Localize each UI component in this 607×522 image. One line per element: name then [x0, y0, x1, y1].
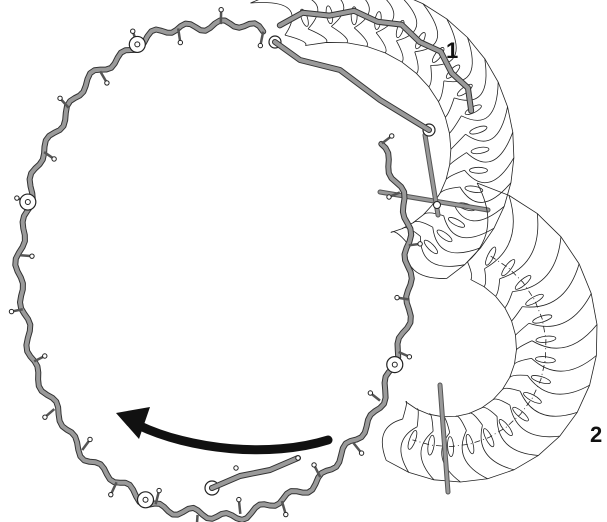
shell-lip — [493, 399, 510, 405]
pin — [359, 451, 363, 455]
shell-lip — [438, 81, 443, 102]
pin — [434, 202, 441, 209]
pin — [30, 254, 34, 258]
pin — [178, 40, 182, 44]
shell-lip — [468, 262, 472, 280]
curved-arrow-icon — [116, 407, 328, 450]
joint-center — [25, 200, 30, 205]
shell-lip — [502, 388, 520, 391]
joint-center — [135, 42, 140, 47]
shell-lip — [429, 414, 433, 432]
slot — [471, 146, 490, 155]
pin — [88, 437, 92, 441]
shell-lip — [445, 98, 454, 117]
slot — [500, 258, 517, 278]
shell-lip — [512, 307, 523, 321]
pin-stub — [197, 515, 198, 522]
pin — [258, 43, 262, 47]
pin — [15, 196, 19, 200]
shell-lip — [456, 416, 467, 431]
shell-lip — [484, 269, 486, 287]
shell-segment — [382, 419, 402, 460]
pin — [219, 8, 223, 12]
pin — [58, 96, 62, 100]
shell-segment — [468, 183, 488, 262]
shell-lip — [403, 401, 407, 419]
slot — [447, 216, 466, 230]
pin — [296, 456, 300, 460]
pin — [105, 81, 109, 85]
shell-lip — [469, 413, 482, 425]
shell-lip — [424, 213, 444, 216]
pin — [234, 466, 238, 470]
pin — [368, 391, 372, 395]
slot — [427, 435, 436, 456]
joint-center — [392, 362, 397, 367]
shell-lip — [429, 65, 432, 87]
shell-lip — [308, 29, 327, 43]
shell-lip — [396, 41, 403, 62]
pin — [43, 354, 47, 358]
pin — [312, 463, 316, 467]
pin — [395, 295, 399, 299]
shell-lip — [450, 153, 467, 165]
pin — [284, 512, 288, 516]
shell-lip — [413, 221, 432, 227]
pin — [157, 488, 161, 492]
shell-lip — [285, 35, 306, 45]
pin — [43, 415, 47, 419]
slot — [524, 292, 544, 307]
pin — [9, 309, 13, 313]
shell-segment — [532, 325, 597, 349]
pin — [52, 157, 56, 161]
slot — [469, 124, 488, 135]
shell-lip — [510, 375, 528, 377]
shell-lip — [417, 409, 419, 427]
tail-band-core — [212, 458, 298, 488]
shell-lip — [449, 116, 461, 133]
label-2: 2 — [590, 422, 602, 447]
pin — [387, 195, 391, 199]
joint-center — [143, 497, 148, 502]
slot — [469, 167, 487, 173]
shell-lip — [515, 358, 532, 363]
pin — [418, 242, 422, 246]
pin — [390, 134, 394, 138]
slot — [465, 434, 476, 455]
shell-lip — [331, 26, 347, 42]
shell-lip — [451, 134, 466, 149]
shell-lip — [440, 187, 460, 193]
pin — [407, 355, 411, 359]
pin — [109, 492, 113, 496]
coiled-structure-1 — [250, 0, 513, 279]
shell-lip — [496, 279, 500, 296]
shell-lip — [516, 341, 532, 350]
vertical-rod-core — [440, 385, 448, 492]
inner-edge — [406, 280, 517, 417]
pin — [131, 29, 135, 33]
shell-lip — [391, 232, 408, 244]
inner-edge — [305, 42, 450, 232]
pin — [237, 497, 241, 501]
shell-lip — [446, 170, 464, 179]
shell-lip — [515, 323, 528, 335]
shell-lip — [482, 407, 497, 416]
shell-lip — [505, 292, 513, 308]
coiled-structure-2 — [382, 183, 597, 492]
shell-lip — [354, 28, 367, 47]
shell-lip — [415, 52, 418, 74]
label-1: 1 — [446, 38, 458, 63]
shell-segment — [466, 132, 512, 162]
